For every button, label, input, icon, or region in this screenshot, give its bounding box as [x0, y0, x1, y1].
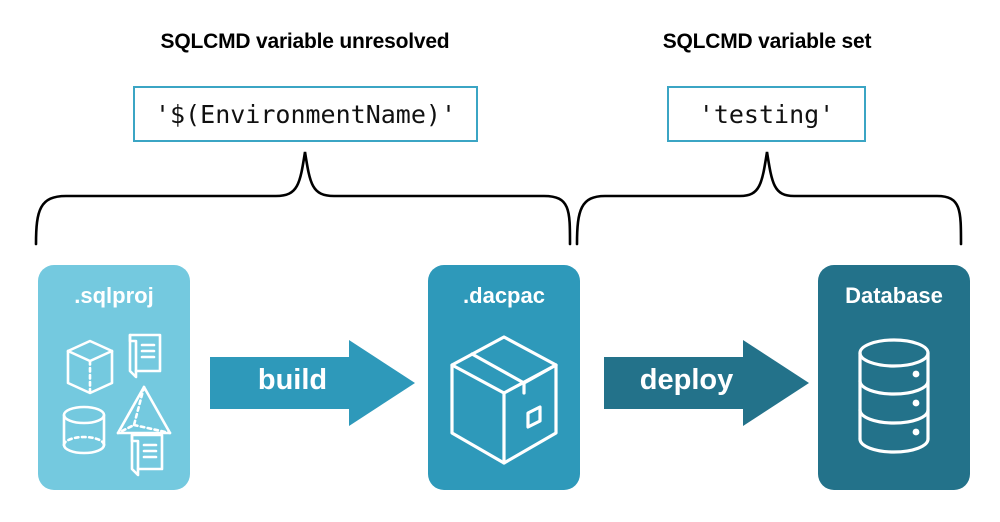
- brace-left-icon: [34, 151, 572, 246]
- brace-group: [34, 151, 963, 246]
- package-box-icon: [450, 335, 558, 465]
- arrow-build-body: [210, 340, 415, 426]
- stage-label-dacpac: .dacpac: [463, 283, 545, 308]
- stage-box-dacpac[interactable]: .dacpac: [428, 265, 580, 490]
- brace-right-icon: [575, 151, 963, 246]
- arrow-deploy: deploy: [604, 340, 809, 426]
- code-box-environment-name: '$(EnvironmentName)': [133, 86, 478, 142]
- group-label-unresolved: SQLCMD variable unresolved: [160, 30, 450, 53]
- database-cylinder-icon: [858, 338, 930, 454]
- arrow-deploy-body: [604, 340, 809, 426]
- stage-label-sqlproj: .sqlproj: [74, 283, 154, 308]
- stage-label-database: Database: [845, 283, 943, 308]
- code-box-testing: 'testing': [667, 86, 866, 142]
- project-shapes-icon: [62, 333, 172, 477]
- stage-box-database[interactable]: Database: [818, 265, 970, 490]
- group-label-set: SQLCMD variable set: [662, 30, 872, 53]
- arrow-right-shape-deploy: [604, 340, 809, 426]
- arrow-right-shape-build: [210, 340, 415, 426]
- stage-box-sqlproj[interactable]: .sqlproj: [38, 265, 190, 490]
- arrow-build: build: [210, 340, 415, 426]
